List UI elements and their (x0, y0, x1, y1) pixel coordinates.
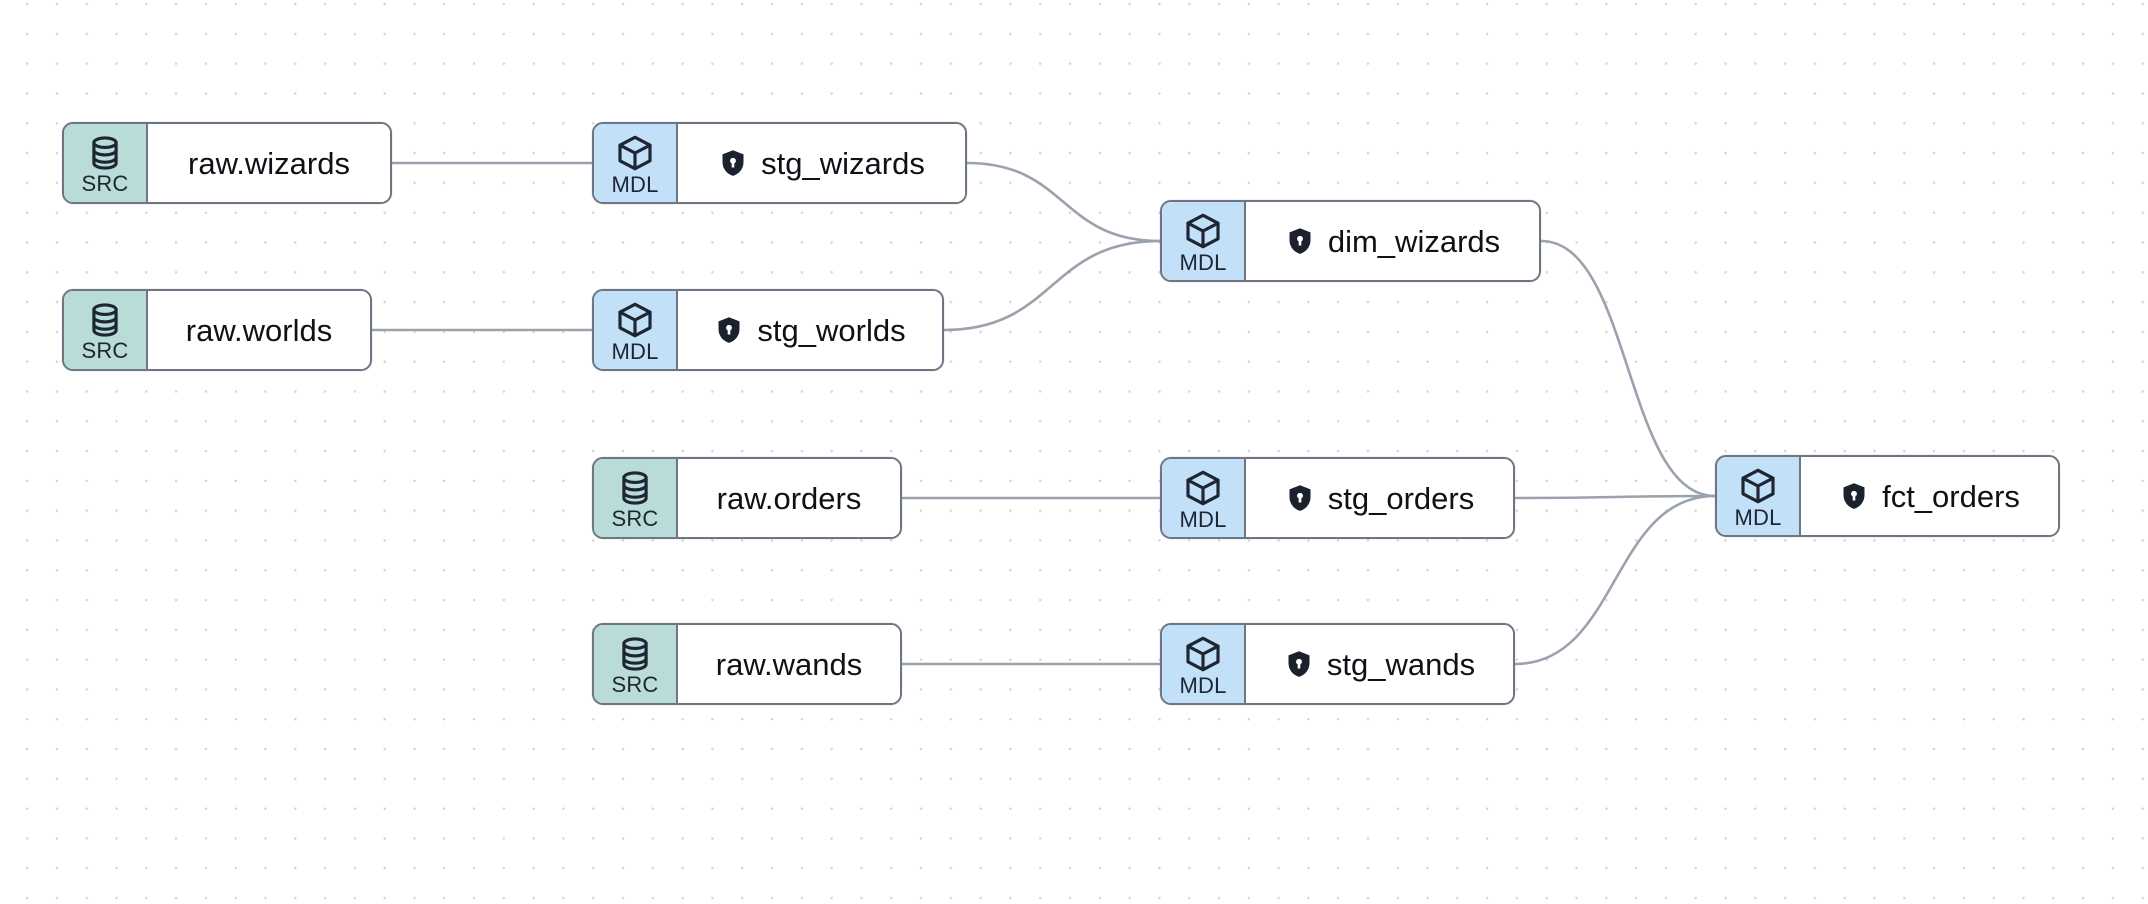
node-stg_wizards[interactable]: MDL stg_wizards (592, 122, 967, 204)
node-kind-badge: MDL (1162, 202, 1246, 280)
node-label: raw.orders (716, 480, 862, 516)
node-label: dim_wizards (1327, 223, 1501, 259)
node-kind-badge: SRC (64, 124, 148, 202)
node-kind-label: MDL (611, 172, 659, 197)
node-kind-label: MDL (1179, 250, 1227, 275)
cube-icon (1183, 468, 1223, 508)
node-label: stg_wands (1326, 646, 1476, 682)
node-label: fct_orders (1882, 478, 2020, 514)
node-label: raw.wands (715, 646, 863, 682)
shield-lock-icon (1285, 226, 1315, 256)
edge-stg_wizards-to-dim_wizards (965, 161, 1162, 243)
node-body: stg_wands (1246, 625, 1513, 703)
node-body: stg_worlds (678, 291, 942, 369)
database-icon (86, 301, 124, 339)
node-body: dim_wizards (1246, 202, 1539, 280)
node-kind-label: SRC (81, 338, 129, 363)
edge-stg_wands-to-fct_orders (1513, 494, 1717, 666)
cube-icon (615, 133, 655, 173)
node-kind-badge: MDL (1162, 459, 1246, 537)
cube-icon (1183, 634, 1223, 674)
shield-lock-icon (1839, 481, 1869, 511)
node-body: stg_orders (1246, 459, 1513, 537)
node-body: raw.wands (678, 625, 900, 703)
node-body: fct_orders (1801, 457, 2058, 535)
node-kind-badge: MDL (594, 291, 678, 369)
node-body: raw.wizards (148, 124, 390, 202)
node-label: raw.worlds (185, 312, 333, 348)
node-kind-label: SRC (611, 672, 659, 697)
node-body: raw.orders (678, 459, 900, 537)
node-body: raw.worlds (148, 291, 370, 369)
node-raw_wizards[interactable]: SRC raw.wizards (62, 122, 392, 204)
node-label: stg_wizards (761, 145, 925, 181)
node-fct_orders[interactable]: MDL fct_orders (1715, 455, 2060, 537)
node-label: stg_orders (1327, 480, 1475, 516)
node-kind-badge: SRC (594, 459, 678, 537)
node-raw_orders[interactable]: SRC raw.orders (592, 457, 902, 539)
node-stg_wands[interactable]: MDL stg_wands (1160, 623, 1515, 705)
node-kind-label: SRC (81, 171, 129, 196)
cube-icon (1183, 211, 1223, 251)
node-body: stg_wizards (678, 124, 965, 202)
node-kind-badge: MDL (1717, 457, 1801, 535)
database-icon (616, 635, 654, 673)
shield-lock-icon (714, 315, 744, 345)
edge-dim_wizards-to-fct_orders (1539, 239, 1717, 498)
node-kind-label: MDL (1179, 673, 1227, 698)
edge-stg_orders-to-fct_orders (1513, 494, 1717, 500)
node-kind-label: MDL (1734, 505, 1782, 530)
node-raw_wands[interactable]: SRC raw.wands (592, 623, 902, 705)
node-kind-label: SRC (611, 506, 659, 531)
shield-lock-icon (1284, 649, 1314, 679)
cube-icon (1738, 466, 1778, 506)
node-kind-badge: SRC (64, 291, 148, 369)
cube-icon (615, 300, 655, 340)
edge-stg_worlds-to-dim_wizards (942, 239, 1162, 332)
node-label: stg_worlds (757, 312, 906, 348)
node-raw_worlds[interactable]: SRC raw.worlds (62, 289, 372, 371)
node-kind-label: MDL (611, 339, 659, 364)
node-kind-badge: MDL (1162, 625, 1246, 703)
node-stg_worlds[interactable]: MDL stg_worlds (592, 289, 944, 371)
node-label: raw.wizards (188, 145, 350, 181)
node-dim_wizards[interactable]: MDL dim_wizards (1160, 200, 1541, 282)
node-stg_orders[interactable]: MDL stg_orders (1160, 457, 1515, 539)
node-kind-badge: SRC (594, 625, 678, 703)
shield-lock-icon (1285, 483, 1315, 513)
database-icon (86, 134, 124, 172)
node-kind-label: MDL (1179, 507, 1227, 532)
shield-lock-icon (718, 148, 748, 178)
database-icon (616, 469, 654, 507)
node-kind-badge: MDL (594, 124, 678, 202)
